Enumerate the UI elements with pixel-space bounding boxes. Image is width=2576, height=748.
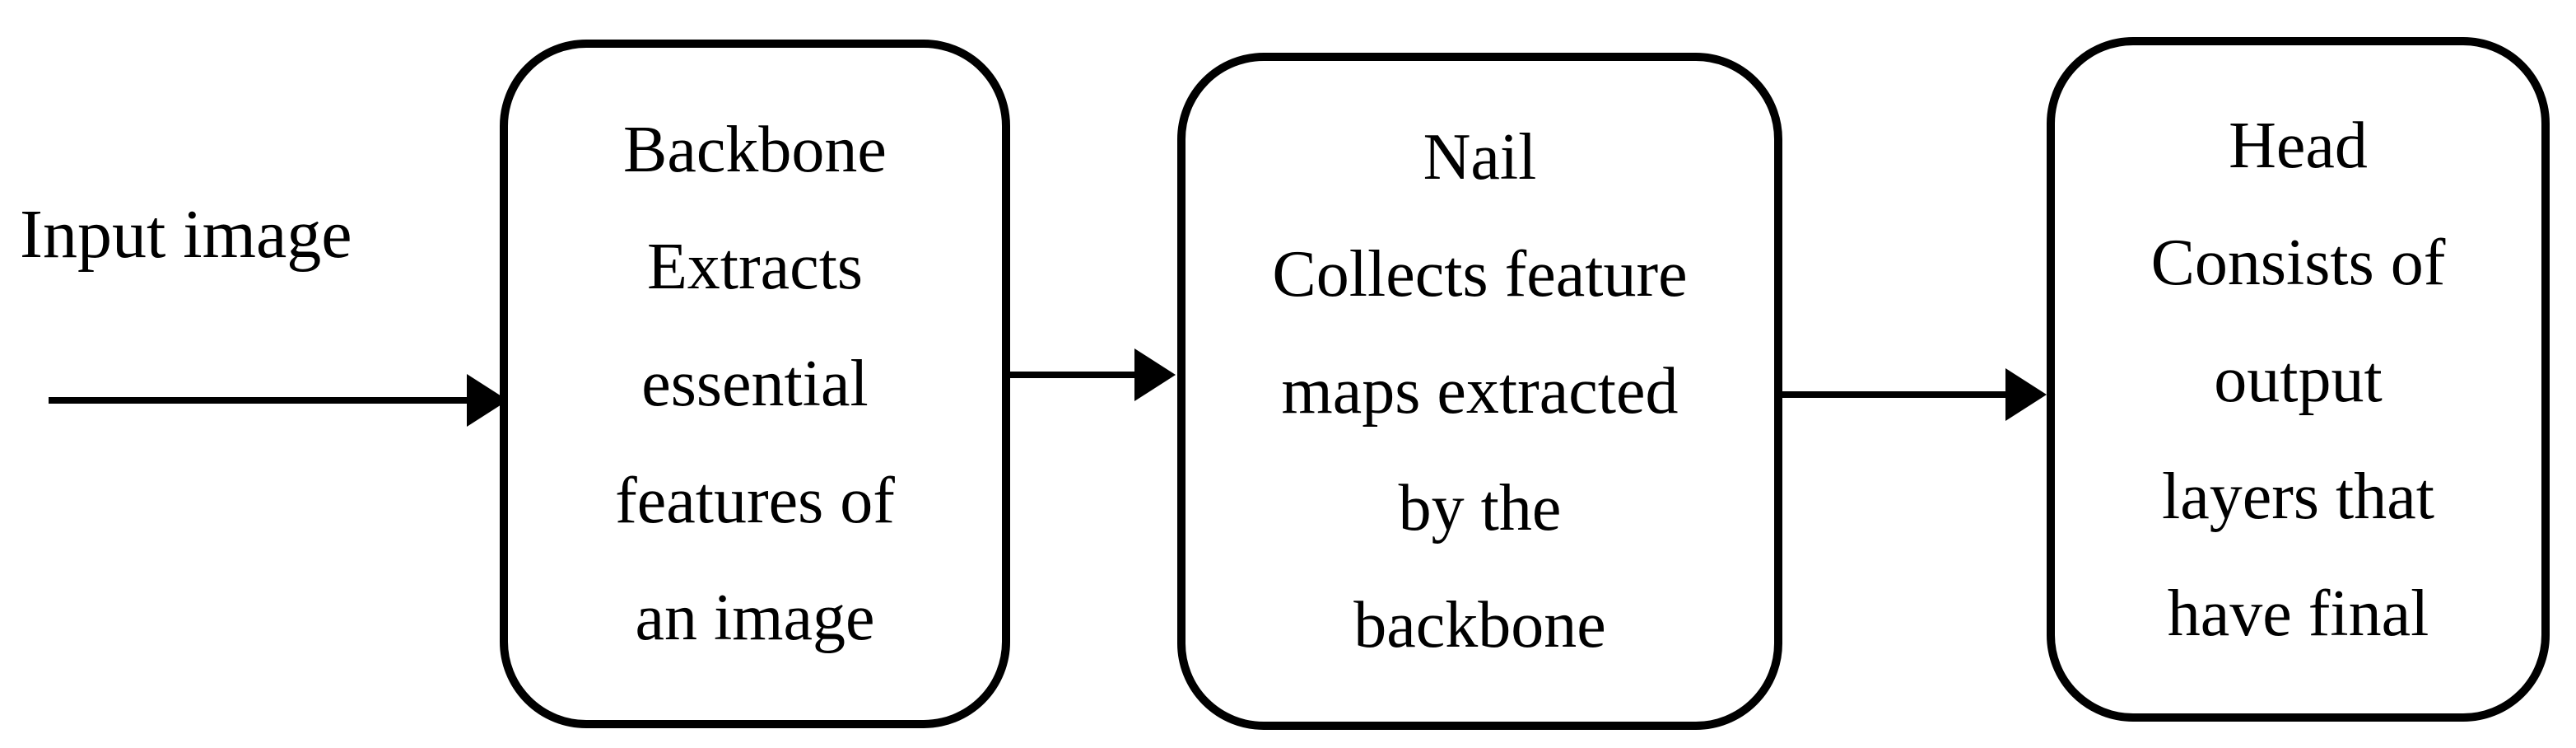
box-text-line: an image [635,582,875,654]
arrow-head-icon [2005,368,2047,421]
backbone-box: Backbone Extracts essential features of … [500,40,1010,728]
box-title: Backbone [623,114,887,186]
box-text-line: essential [641,348,869,420]
arrow-line [1779,391,2005,398]
box-text-line: output [2214,343,2383,416]
box-text-line: maps extracted [1281,355,1679,428]
arrow-line [1010,372,1134,378]
backbone-to-nail-arrow [1010,348,1176,401]
nail-to-head-arrow [1779,368,2047,421]
arrow-head-icon [1134,348,1176,401]
box-title: Nail [1423,121,1537,194]
box-text-line: have final [2167,577,2429,650]
box-text-line: features of [615,465,895,537]
box-text-line: by the [1398,472,1562,545]
arrow-line [49,397,467,404]
nail-box: Nail Collects feature maps extracted by … [1177,53,1782,730]
input-to-backbone-arrow [49,374,508,427]
box-text-line: backbone [1353,589,1606,662]
box-text-line: layers that [2162,460,2434,533]
box-text-line: Consists of [2150,226,2446,299]
head-box: Head Consists of output layers that have… [2047,37,2550,722]
box-text-line: Extracts [646,231,864,303]
input-image-label: Input image [20,196,352,273]
box-title: Head [2229,109,2368,182]
box-text-line: Collects feature [1272,238,1688,311]
